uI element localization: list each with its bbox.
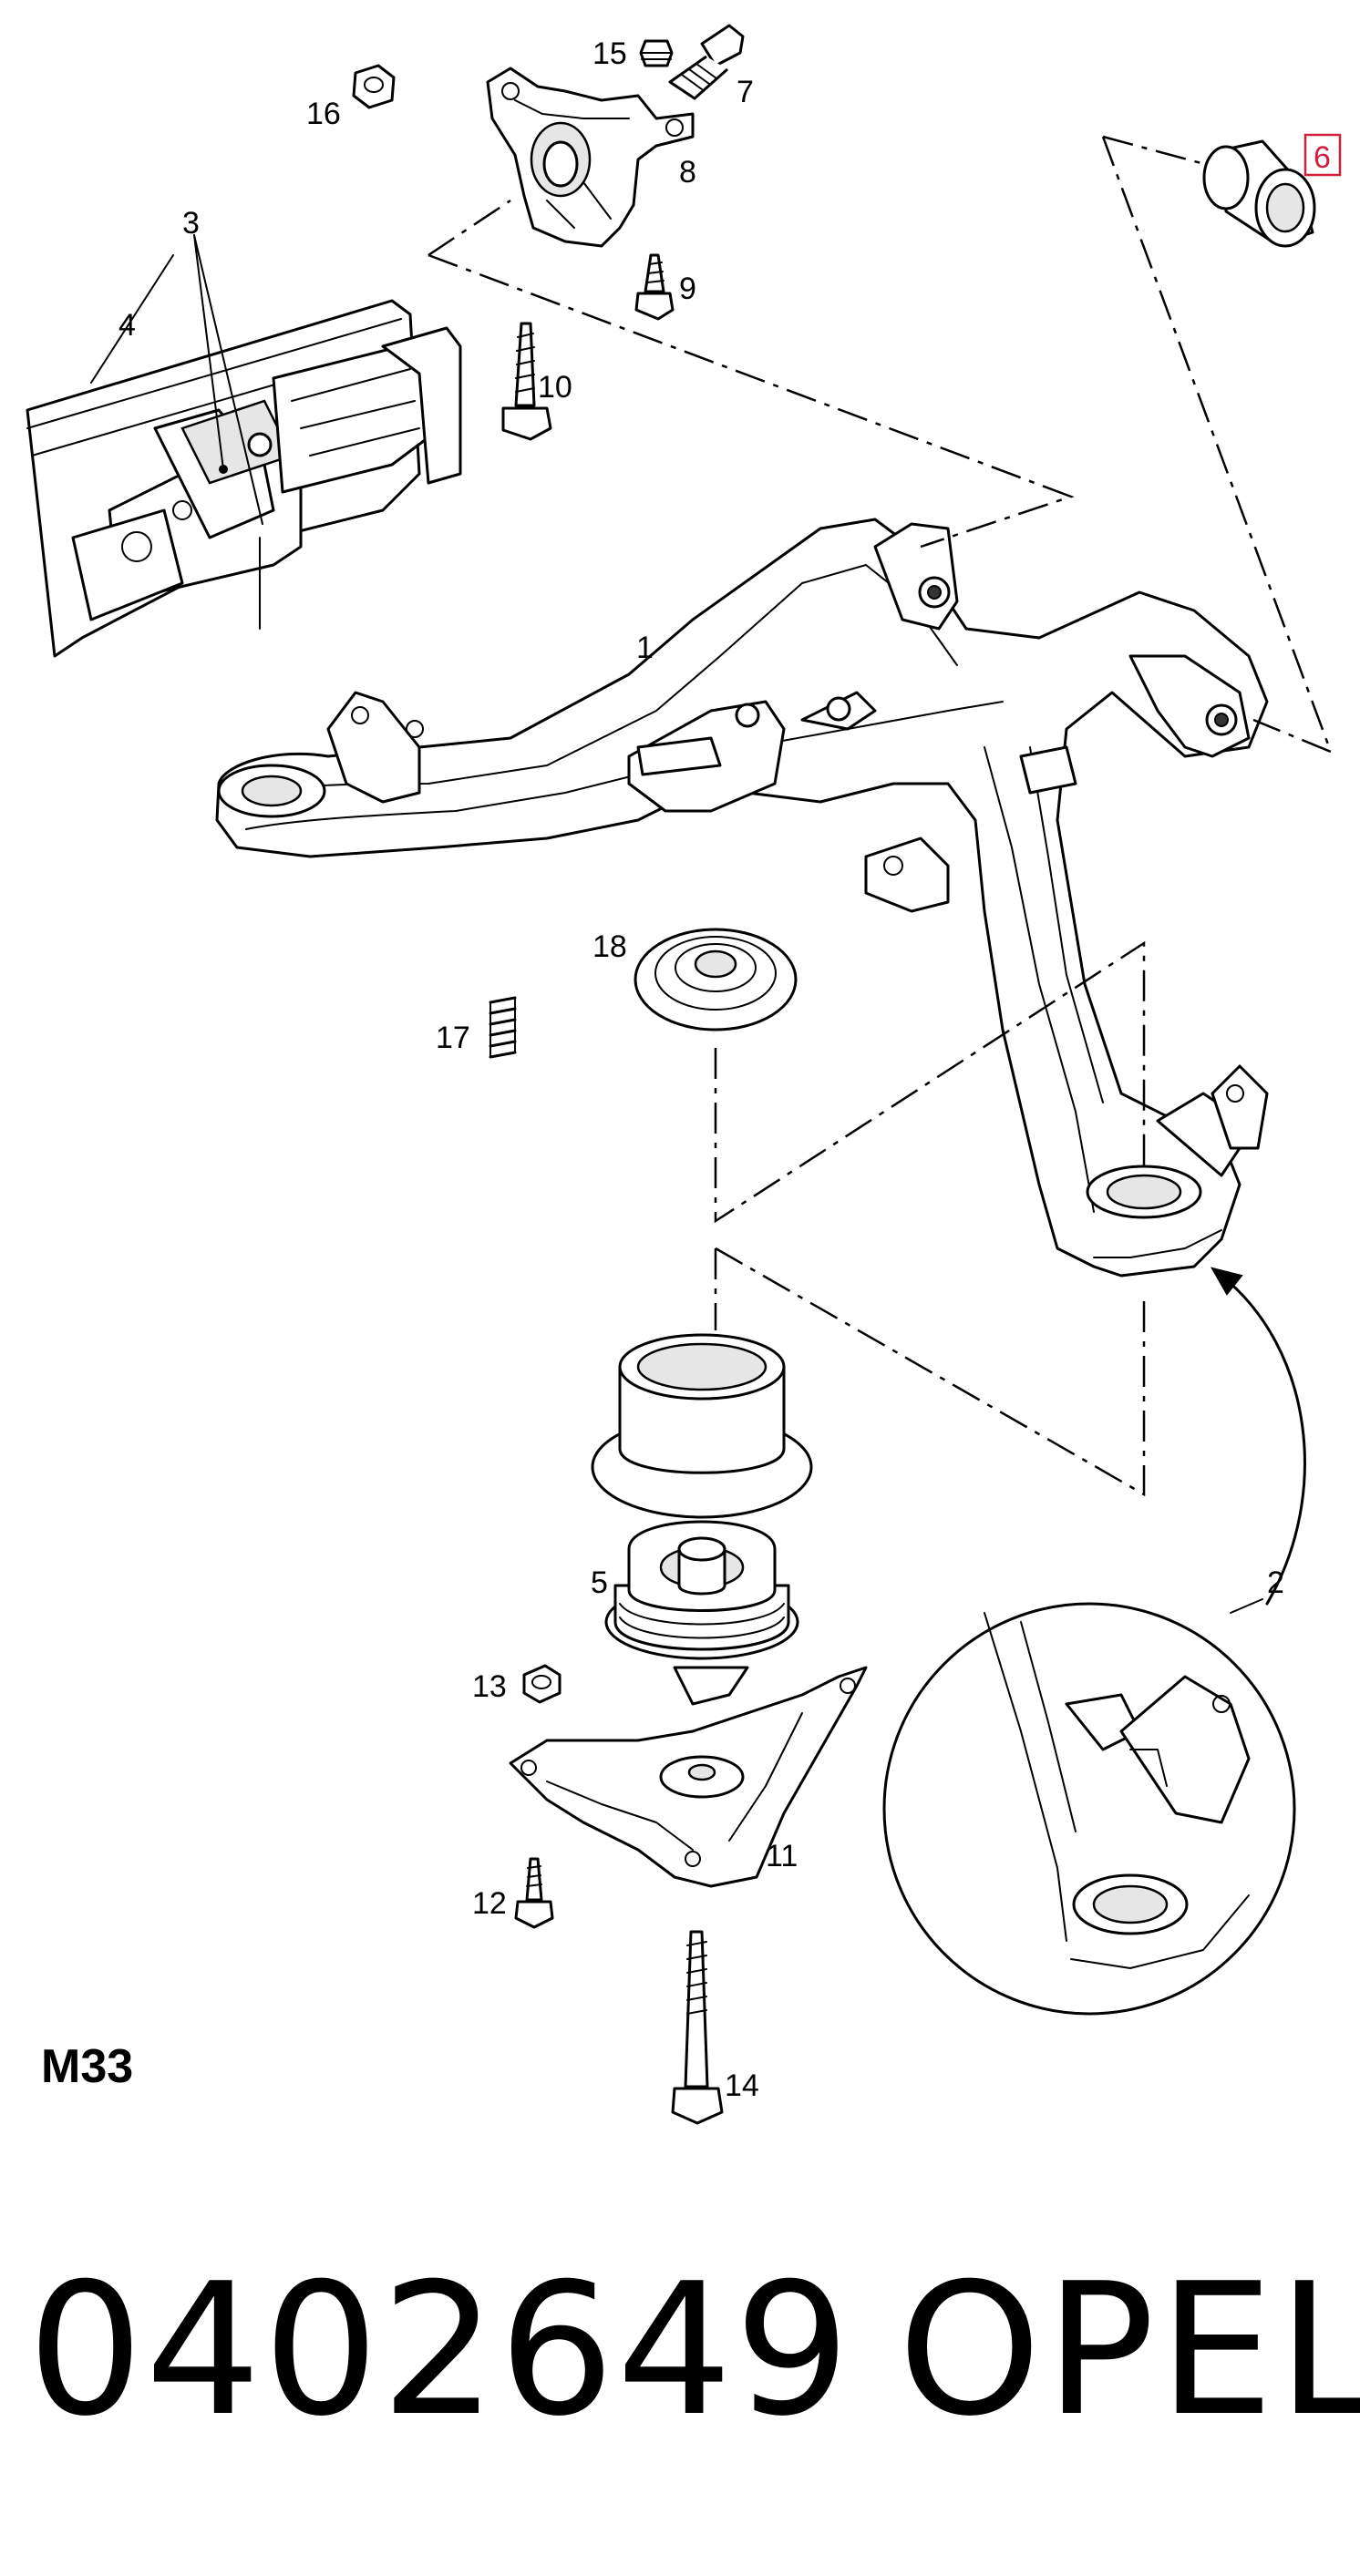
callout-1: 1 <box>636 631 654 665</box>
callout-3: 3 <box>182 206 200 241</box>
brand-name: OPEL <box>898 2244 1360 2457</box>
part-9-bolt <box>634 253 675 321</box>
callout-6-highlight: 6 <box>1303 133 1342 177</box>
part-14-bolt <box>671 1930 724 2125</box>
callout-5: 5 <box>591 1565 608 1600</box>
part-10-bolt <box>501 322 552 441</box>
part-7-bolt <box>668 24 745 100</box>
callout-10: 10 <box>538 370 572 405</box>
callout-12: 12 <box>472 1886 507 1921</box>
part-16-hex-nut <box>352 64 396 109</box>
leader-lines-3-4 <box>90 234 263 525</box>
part-6-bush <box>1202 139 1316 248</box>
callout-2: 2 <box>1267 1565 1284 1600</box>
callout-9: 9 <box>679 272 696 306</box>
callout-14: 14 <box>725 2068 759 2103</box>
part-12-bolt <box>514 1857 554 1929</box>
callout-13: 13 <box>472 1669 507 1704</box>
callout-4: 4 <box>118 308 136 343</box>
diagram-code: M33 <box>41 2040 134 2093</box>
subframe <box>215 518 1269 1278</box>
detail-circle-2 <box>882 1602 1296 2016</box>
callout-11: 11 <box>766 1839 798 1873</box>
part-15-nut <box>639 39 674 67</box>
body-frame-rail <box>26 299 462 658</box>
curved-arrow <box>1210 1267 1306 1614</box>
part-8-mount-bracket <box>486 67 695 248</box>
part-number: 0402649 <box>27 2244 852 2457</box>
rubber-cup <box>591 1333 813 1519</box>
part-18-plate <box>634 928 798 1031</box>
part-5-mount <box>604 1520 799 1706</box>
callout-15: 15 <box>592 36 627 71</box>
guide-lines <box>428 135 1334 1497</box>
part-13-nut <box>522 1664 562 1704</box>
part-11-bracket <box>509 1666 868 1888</box>
callout-16: 16 <box>306 97 341 131</box>
callout-17: 17 <box>436 1021 470 1055</box>
part-17-spring <box>489 996 517 1059</box>
callout-labels: 1 2 3 4 5 6 7 8 9 10 11 12 13 14 15 16 1… <box>118 36 1342 2103</box>
callout-18: 18 <box>592 929 627 964</box>
callout-6: 6 <box>1314 140 1331 175</box>
callout-7: 7 <box>737 75 754 109</box>
callout-8: 8 <box>679 155 696 190</box>
